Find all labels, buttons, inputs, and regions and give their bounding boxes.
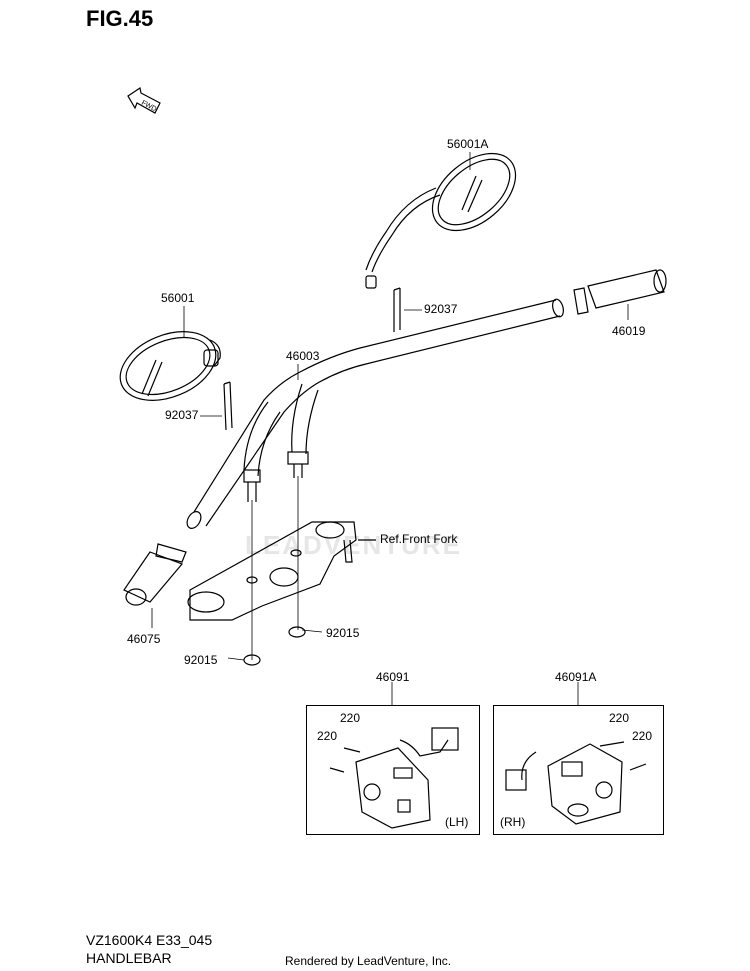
switch-lh-box (306, 705, 480, 835)
label-screw-lh-b: 220 (317, 729, 338, 743)
label-screw-rh-a: 220 (609, 711, 630, 725)
figure-title: FIG.45 (86, 6, 154, 31)
label-screw-lh-a: 220 (340, 711, 361, 725)
label-nut-left: 92015 (184, 653, 218, 667)
switch-rh-box (493, 705, 664, 835)
label-handlebar: 46003 (286, 349, 320, 363)
nut-shapes (243, 626, 306, 666)
fwd-arrow-icon: FWD (127, 87, 161, 114)
label-switch-lh: 46091 (376, 670, 410, 684)
handlebar-shape (186, 298, 564, 529)
leader-lines (151, 152, 629, 706)
footer-model: VZ1600K4 E33_045 (86, 932, 213, 948)
mirror-right-shape (365, 152, 517, 289)
riser-bolts-shape (243, 451, 309, 502)
label-band-upper: 92037 (424, 302, 458, 316)
fork-bracket-shape (187, 521, 376, 621)
band-lower-shape (223, 381, 233, 431)
label-mirror-right: 56001A (447, 137, 489, 151)
band-upper-shape (393, 287, 401, 332)
mirror-left-shape (119, 331, 221, 401)
grip-right-shape (573, 269, 667, 315)
footer-name: HANDLEBAR (86, 950, 172, 966)
label-band-lower: 92037 (165, 408, 199, 422)
label-side-lh: (LH) (445, 815, 469, 829)
grip-left-shape (123, 543, 187, 606)
label-grip-right: 46019 (612, 324, 646, 338)
label-ref-front-fork: Ref.Front Fork (380, 532, 458, 546)
label-mirror-left: 56001 (161, 291, 195, 305)
footer-rendered: Rendered by LeadVenture, Inc. (285, 954, 452, 968)
watermark-text: LEADVENTURE (245, 530, 463, 560)
label-grip-left: 46075 (127, 632, 161, 646)
switch-rh-shape (505, 741, 647, 825)
label-screw-rh-b: 220 (632, 729, 653, 743)
label-switch-rh: 46091A (555, 670, 597, 684)
switch-lh-shape (329, 727, 459, 829)
label-side-rh: (RH) (500, 815, 526, 829)
label-nut-right: 92015 (326, 626, 360, 640)
